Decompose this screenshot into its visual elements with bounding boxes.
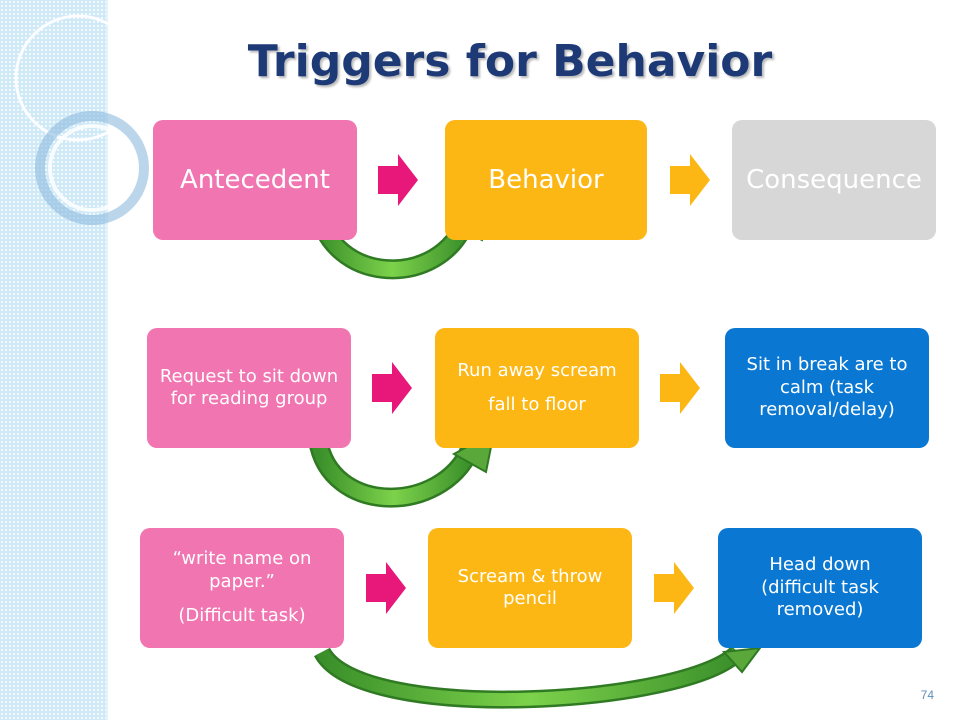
example1-consequence-box: Sit in break are to calm (task removal/d…: [725, 328, 929, 448]
example1-antecedent-box: Request to sit down for reading group: [147, 328, 351, 448]
header-consequence-label: Consequence: [746, 164, 922, 195]
header-consequence-box: Consequence: [732, 120, 936, 240]
slide-title: Triggers for Behavior: [247, 36, 773, 87]
arrow-right-icon: [660, 362, 700, 414]
example1-behavior-line2: fall to floor: [488, 394, 586, 415]
arrow-right-icon: [378, 154, 418, 206]
example2-antecedent-line2: (Difficult task): [178, 605, 306, 627]
example1-behavior-box: Run away scream fall to floor: [435, 328, 639, 448]
example2-consequence-box: Head down (difficult task removed): [718, 528, 922, 648]
header-behavior-label: Behavior: [488, 164, 604, 195]
curve-arrow-3: [314, 645, 763, 709]
example1-antecedent-text: Request to sit down for reading group: [159, 365, 339, 410]
example2-behavior-box: Scream & throw pencil: [428, 528, 632, 648]
page-number: 74: [920, 688, 934, 702]
example2-behavior-text: Scream & throw pencil: [457, 565, 603, 610]
arrow-right-icon: [366, 562, 406, 614]
decorative-circles: [14, 14, 149, 225]
example1-consequence-text: Sit in break are to calm (task removal/d…: [746, 354, 908, 421]
arrow-right-icon: [372, 362, 412, 414]
header-behavior-box: Behavior: [445, 120, 647, 240]
arrow-right-icon: [670, 154, 710, 206]
header-antecedent-label: Antecedent: [180, 164, 330, 195]
arrow-right-icon: [654, 562, 694, 614]
example2-antecedent-line1: “write name on paper.”: [172, 548, 312, 592]
header-antecedent-box: Antecedent: [153, 120, 357, 240]
example1-behavior-line1: Run away scream: [457, 359, 617, 381]
example2-antecedent-box: “write name on paper.” (Difficult task): [140, 528, 344, 648]
example2-consequence-text: Head down (difficult task removed): [761, 554, 879, 621]
